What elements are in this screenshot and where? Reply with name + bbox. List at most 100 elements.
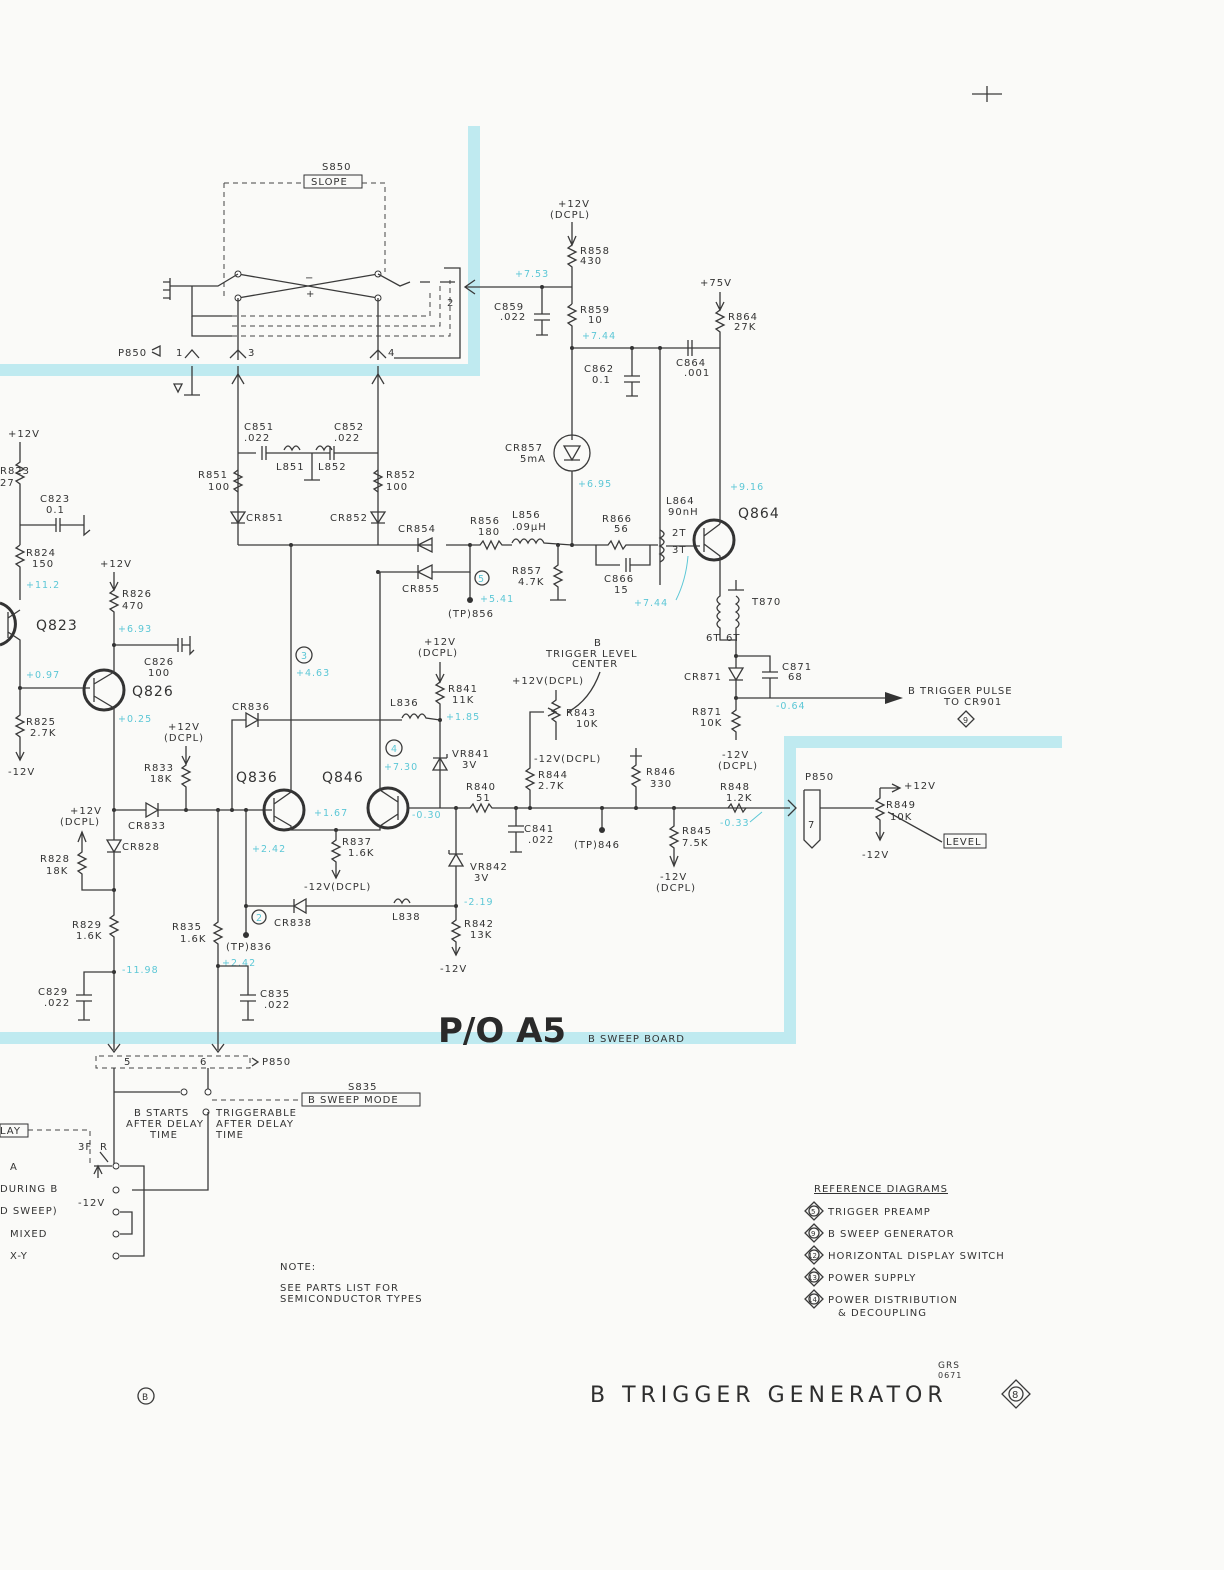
svg-text:3: 3 [248, 348, 255, 359]
supply-r858: +12V (DCPL) R858 430 +7.53 C859 .022 R85… [463, 199, 720, 585]
trigger-level-center: B TRIGGER LEVEL CENTER +12V(DCPL) R843 1… [512, 638, 637, 810]
svg-text:DURING B: DURING B [0, 1184, 58, 1195]
reference-item-text: POWER DISTRIBUTION [828, 1295, 958, 1306]
svg-text:+12V: +12V [424, 637, 456, 648]
svg-text:+7.30: +7.30 [384, 762, 418, 773]
svg-text:13K: 13K [470, 930, 492, 941]
wire-p850-feeds [237, 366, 379, 545]
svg-text:D SWEEP): D SWEEP) [0, 1206, 58, 1217]
svg-text:R849: R849 [886, 800, 916, 811]
svg-text:L851: L851 [276, 462, 305, 473]
svg-text:(DCPL): (DCPL) [60, 817, 100, 828]
svg-text:C866: C866 [604, 574, 634, 585]
svg-text:REFERENCE DIAGRAMS: REFERENCE DIAGRAMS [814, 1184, 948, 1195]
svg-text:1.2K: 1.2K [726, 793, 752, 804]
r840-vr842: R840 51 VR842 3V -2.19 R842 13K -12V [440, 782, 790, 975]
svg-text:NOTE:: NOTE: [280, 1262, 316, 1273]
svg-text:P/O A5: P/O A5 [438, 1011, 566, 1051]
svg-text:−: − [305, 273, 314, 284]
svg-text:P850: P850 [118, 348, 147, 359]
note-block: NOTE: SEE PARTS LIST FOR SEMICONDUCTOR T… [280, 1262, 422, 1305]
svg-text:C862: C862 [584, 364, 614, 375]
svg-text:L856: L856 [512, 510, 541, 521]
reference-item-number: 14 [808, 1296, 817, 1304]
svg-text:-12V(DCPL): -12V(DCPL) [304, 882, 371, 893]
svg-text:+12V: +12V [8, 429, 40, 440]
svg-text:-0.33: -0.33 [720, 818, 750, 829]
svg-text:-11.98: -11.98 [122, 965, 159, 976]
svg-text:R842: R842 [464, 919, 494, 930]
svg-text:+9.16: +9.16 [730, 482, 764, 493]
diode-cr857: CR857 5mA +6.95 [505, 434, 612, 545]
svg-text:3V: 3V [462, 760, 477, 771]
title-block: GRS 0671 B TRIGGER GENERATOR 8 B [137, 1361, 1031, 1409]
svg-text:P850: P850 [262, 1057, 291, 1068]
svg-text:470: 470 [122, 601, 144, 612]
svg-text:R845: R845 [682, 826, 712, 837]
svg-text:C852: C852 [334, 422, 364, 433]
corner-mark: B [142, 1393, 149, 1403]
svg-text:(DCPL): (DCPL) [550, 210, 590, 221]
svg-text:TRIGGERABLE: TRIGGERABLE [215, 1108, 297, 1119]
svg-text:-12V(DCPL): -12V(DCPL) [534, 754, 601, 765]
svg-text:C841: C841 [524, 824, 554, 835]
svg-text:6T: 6T [706, 633, 720, 644]
svg-text:R826: R826 [122, 589, 152, 600]
svg-text:T870: T870 [751, 597, 781, 608]
svg-text:R840: R840 [466, 782, 496, 793]
svg-text:R857: R857 [512, 566, 542, 577]
svg-text:(TP)856: (TP)856 [448, 609, 494, 620]
svg-text:7.5K: 7.5K [682, 838, 708, 849]
svg-text:S835: S835 [348, 1082, 377, 1093]
svg-text:-12V: -12V [862, 850, 889, 861]
svg-text:C829: C829 [38, 987, 68, 998]
svg-text:4.7K: 4.7K [518, 577, 544, 588]
svg-text:11K: 11K [452, 695, 474, 706]
svg-text:+6.95: +6.95 [578, 479, 612, 490]
svg-text:5: 5 [124, 1057, 131, 1068]
diagram-number: 8 [1012, 1390, 1019, 1401]
svg-text:10K: 10K [576, 719, 598, 730]
svg-text:LAY: LAY [0, 1126, 21, 1137]
svg-text:C871: C871 [782, 662, 812, 673]
input-resistors: R851 100 R852 100 CR851 CR852 [198, 469, 415, 525]
q823-stage: +12V R823 27 C823 0.1 R824 150 +11.2 Q82… [0, 429, 91, 778]
svg-text:7: 7 [808, 820, 815, 831]
svg-text:GRS: GRS [938, 1361, 960, 1371]
svg-text:18K: 18K [150, 774, 172, 785]
reference-item-number: 9 [811, 1230, 815, 1238]
svg-text:R844: R844 [538, 770, 568, 781]
board-label: P/O A5 B SWEEP BOARD [438, 1011, 684, 1051]
svg-text:2T: 2T [672, 528, 686, 539]
svg-text:L852: L852 [318, 462, 347, 473]
vr841-r841: +12V (DCPL) R841 11K +1.85 VR841 3V [418, 637, 489, 808]
svg-text:.022: .022 [334, 433, 360, 444]
q846-stage: Q846 4 +7.30 +1.67 -0.30 R837 1.6K -12V(… [304, 572, 456, 893]
svg-text:+12V: +12V [100, 559, 132, 570]
svg-text:100: 100 [208, 482, 230, 493]
svg-text:51: 51 [476, 793, 491, 804]
svg-text:R828: R828 [40, 854, 70, 865]
svg-text:R848: R848 [720, 782, 750, 793]
label-slope: SLOPE [311, 177, 348, 188]
svg-text:18K: 18K [46, 866, 68, 877]
svg-text:2.7K: 2.7K [538, 781, 564, 792]
svg-text:+75V: +75V [700, 278, 732, 289]
svg-text:+7.44: +7.44 [634, 598, 668, 609]
svg-text:X-Y: X-Y [10, 1251, 28, 1262]
diagram-title: B TRIGGER GENERATOR [590, 1383, 948, 1408]
svg-text:Q836: Q836 [236, 770, 278, 786]
svg-text:-12V: -12V [722, 750, 749, 761]
reference-item-number: 13 [808, 1274, 817, 1282]
svg-text:CR833: CR833 [128, 821, 166, 832]
svg-text:+12V(DCPL): +12V(DCPL) [512, 676, 584, 687]
svg-text:SEE PARTS LIST FOR: SEE PARTS LIST FOR [280, 1283, 399, 1294]
svg-text:MIXED: MIXED [10, 1229, 47, 1240]
svg-text:+12V: +12V [558, 199, 590, 210]
svg-text:430: 430 [580, 256, 602, 267]
svg-text:+4.63: +4.63 [296, 668, 330, 679]
svg-text:L838: L838 [392, 912, 421, 923]
svg-text:10K: 10K [700, 718, 722, 729]
svg-text:L836: L836 [390, 698, 419, 709]
